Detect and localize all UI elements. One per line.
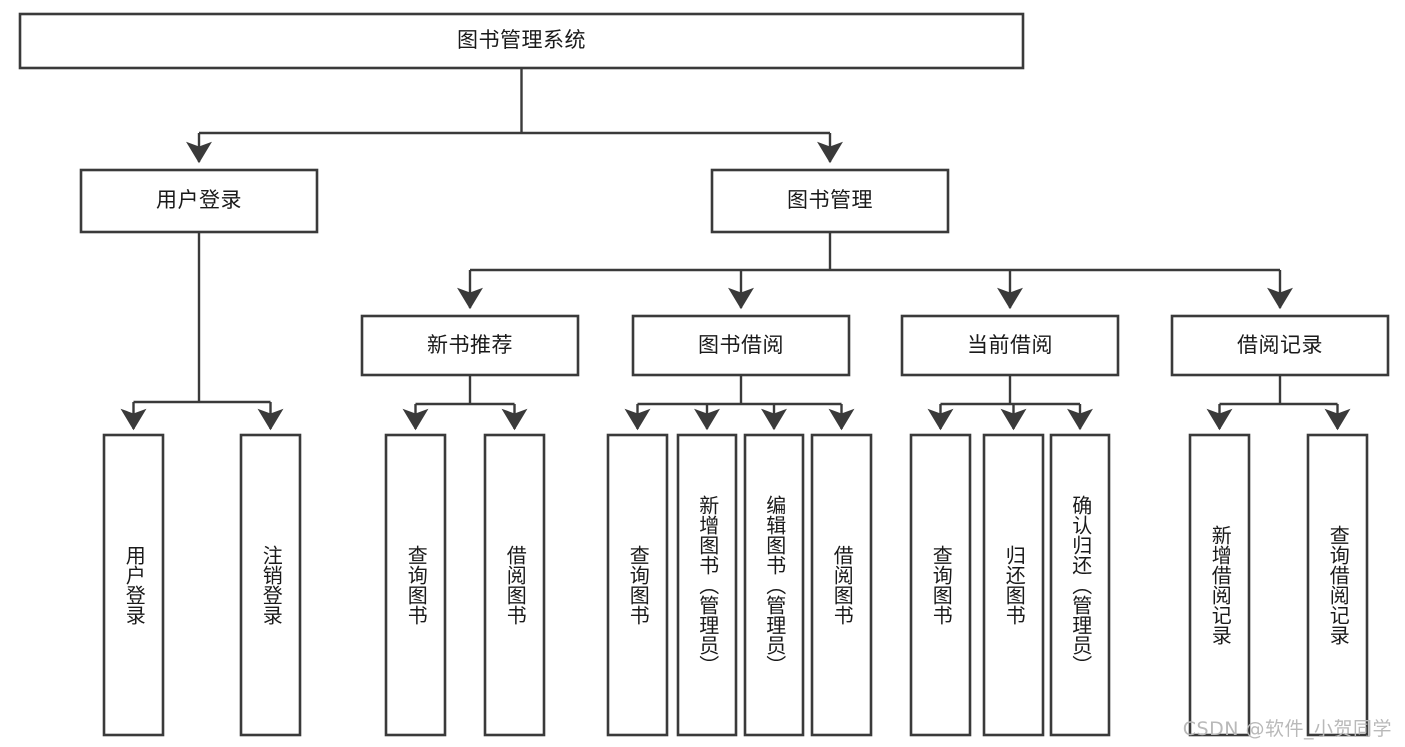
node-box-leaf-query-book-2[interactable] (606, 433, 669, 737)
connector-newbook-to-leaves (402, 375, 528, 431)
node-box-leaf-borrow-book-1[interactable] (483, 433, 546, 737)
csdn-watermark: CSDN @软件_小贺同学 (1182, 718, 1392, 740)
node-box-leaf-edit-book[interactable] (743, 433, 805, 737)
node-box-current-borrow[interactable] (900, 314, 1120, 377)
connector-currentborrow-to-leaves (927, 375, 1093, 431)
connector-root-to-level2 (186, 68, 843, 164)
node-box-user-login[interactable] (79, 168, 319, 234)
connector-borrowrecord-to-leaves (1206, 375, 1351, 431)
node-box-leaf-query-record[interactable] (1306, 433, 1369, 737)
node-box-leaf-borrow-book-2[interactable] (810, 433, 873, 737)
node-box-leaf-return-book[interactable] (982, 433, 1045, 737)
node-box-book-manage[interactable] (710, 168, 950, 234)
node-box-book-borrow[interactable] (631, 314, 851, 377)
node-box-leaf-logout[interactable] (239, 433, 302, 737)
node-box-new-book-recommend[interactable] (360, 314, 580, 377)
node-box-leaf-query-book-3[interactable] (909, 433, 972, 737)
node-box-leaf-user-login[interactable] (102, 433, 165, 737)
connector-userlogin-to-leaves (120, 232, 284, 431)
node-box-leaf-confirm-return[interactable] (1049, 433, 1111, 737)
connector-bookborrow-to-leaves (624, 375, 855, 431)
node-box-borrow-record[interactable] (1170, 314, 1390, 377)
node-box-leaf-add-record[interactable] (1188, 433, 1251, 737)
node-box-leaf-query-book-1[interactable] (384, 433, 447, 737)
connector-bookmanage-to-level3 (457, 232, 1293, 310)
node-box-leaf-add-book[interactable] (676, 433, 738, 737)
node-box-root[interactable] (18, 12, 1025, 70)
